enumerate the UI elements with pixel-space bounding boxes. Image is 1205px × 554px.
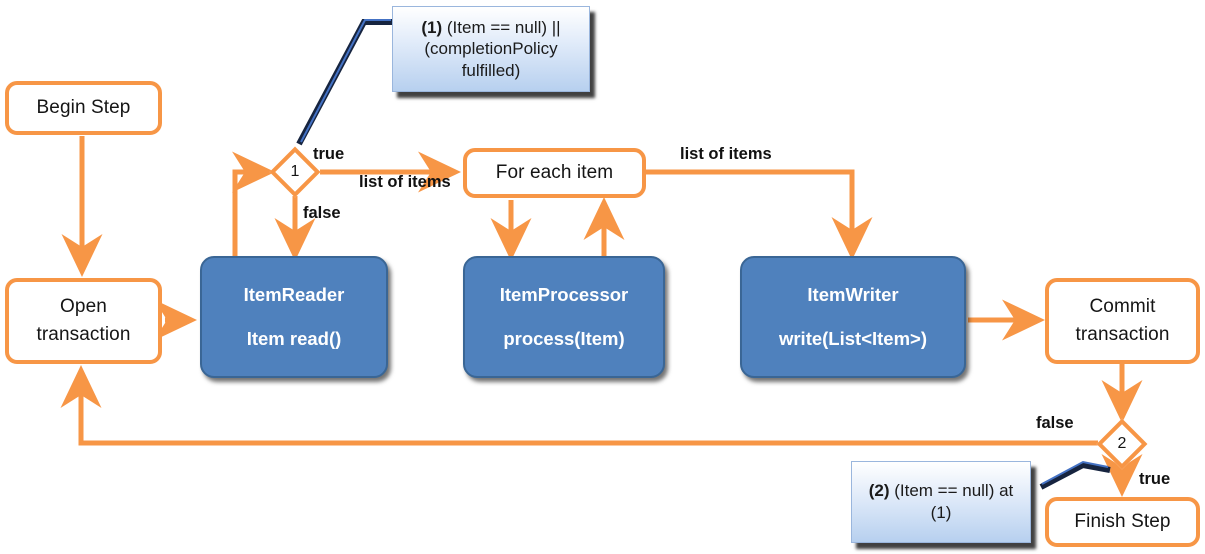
decision-1-number: 1 (290, 163, 300, 180)
node-item-processor[interactable]: ItemProcessor process(Item) (463, 256, 665, 378)
edge-label-writer-list-of-items: list of items (680, 145, 772, 163)
leader-highlight-note-1 (300, 19, 391, 143)
decision-node-2[interactable]: 2 (1096, 418, 1148, 470)
commit-transaction-line1: Commit (1089, 296, 1156, 318)
begin-step-label: Begin Step (36, 97, 131, 119)
edge-label-decision2-true: true (1139, 470, 1171, 488)
leader-line-note-2 (1039, 461, 1111, 490)
leader-line-note-1 (296, 19, 392, 146)
item-processor-line1: ItemProcessor (499, 284, 629, 305)
edge-reader-to-decision1 (232, 151, 276, 258)
node-begin-step[interactable]: Begin Step (5, 81, 162, 135)
edge-foreach-to-writer (646, 169, 873, 261)
node-item-writer[interactable]: ItemWriter write(List<Item>) (740, 256, 966, 378)
note-1-text: (Item == null) || (completionPolicy fulf… (424, 17, 561, 80)
node-for-each-item[interactable]: For each item (463, 148, 646, 198)
item-processor-line2: process(Item) (503, 328, 625, 349)
finish-step-label: Finish Step (1074, 511, 1171, 533)
edge-label-decision1-true: true (313, 145, 345, 163)
item-reader-line1: ItemReader (243, 284, 345, 305)
node-item-reader[interactable]: ItemReader Item read() (200, 256, 388, 378)
note-callout-2: (2) (Item == null) at (1) (851, 461, 1031, 543)
item-writer-line1: ItemWriter (807, 284, 899, 305)
item-writer-line2: write(List<Item>) (778, 328, 928, 349)
edge-label-decision1-false: false (303, 204, 341, 222)
note-callout-1: (1) (Item == null) || (completionPolicy … (392, 6, 590, 92)
open-transaction-line1: Open (60, 296, 107, 318)
node-open-transaction[interactable]: Open transaction (5, 278, 162, 364)
node-finish-step[interactable]: Finish Step (1045, 497, 1200, 547)
note-2-marker: (2) (868, 481, 890, 501)
note-1-marker: (1) (421, 17, 443, 37)
for-each-item-label: For each item (495, 162, 614, 184)
note-2-text: (Item == null) at (1) (889, 481, 1014, 522)
edge-decision2-false-loopback (60, 364, 1098, 446)
node-commit-transaction[interactable]: Commit transaction (1045, 278, 1200, 364)
commit-transaction-line2: transaction (1075, 324, 1170, 345)
decision-node-1[interactable]: 1 (269, 146, 321, 198)
edge-label-decision1-list-of-items: list of items (359, 173, 451, 191)
decision-2-number: 2 (1117, 435, 1127, 452)
item-reader-line2: Item read() (246, 328, 342, 349)
edge-label-decision2-false: false (1036, 414, 1074, 432)
open-transaction-line2: transaction (36, 324, 131, 345)
